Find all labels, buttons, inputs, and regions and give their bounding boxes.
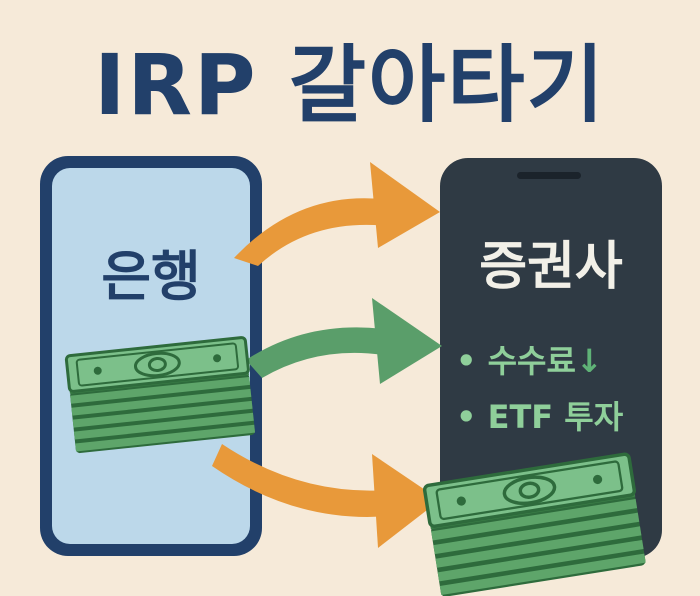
green-curved-arrow-icon (246, 298, 442, 384)
bullet-text: ETF 투자 (487, 398, 624, 436)
bullet-dot: • (456, 342, 477, 380)
bullet-etf: • ETF 투자 (456, 392, 623, 438)
broker-label: 증권사 (479, 237, 623, 297)
page-title: IRP 갈아타기 (94, 36, 606, 134)
bullet-fees: • 수수료↓ (456, 336, 603, 382)
down-arrow-icon: ↓ (575, 342, 603, 380)
bank-label: 은행 (101, 245, 201, 308)
orange-curved-arrow-icon (212, 444, 440, 548)
money-stack-icon (64, 335, 257, 455)
money-stack-icon (422, 451, 648, 596)
phone-speaker (517, 172, 581, 179)
orange-curved-arrow-icon (234, 162, 440, 266)
bullet-text: 수수료 (487, 342, 576, 380)
bullet-dot: • (456, 398, 477, 436)
